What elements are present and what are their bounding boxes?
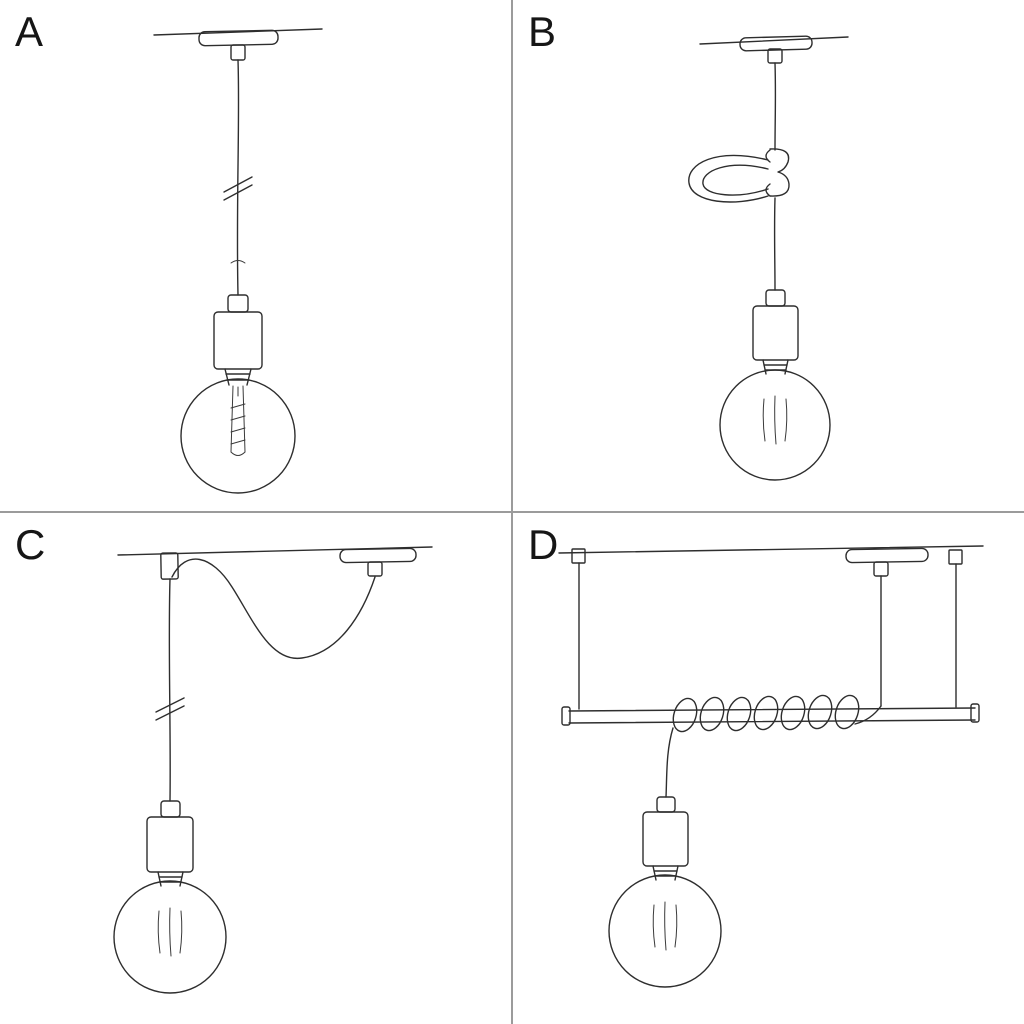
panel-b-label: B xyxy=(528,8,558,55)
panel-a: A xyxy=(0,0,511,511)
pendant-cable-loop-clip-illustration xyxy=(688,35,849,481)
panel-a-label: A xyxy=(15,8,45,55)
panel-b: B xyxy=(513,0,1024,511)
pendant-straight-cable-illustration xyxy=(153,28,323,494)
panel-d: D xyxy=(513,513,1024,1024)
pendant-swag-hook-illustration xyxy=(113,546,433,994)
horizontal-divider xyxy=(0,511,1024,513)
pendant-coiled-bar-illustration xyxy=(558,545,984,988)
panel-c-label: C xyxy=(15,521,47,568)
panel-c: C xyxy=(0,513,511,1024)
panel-d-label: D xyxy=(528,521,560,568)
